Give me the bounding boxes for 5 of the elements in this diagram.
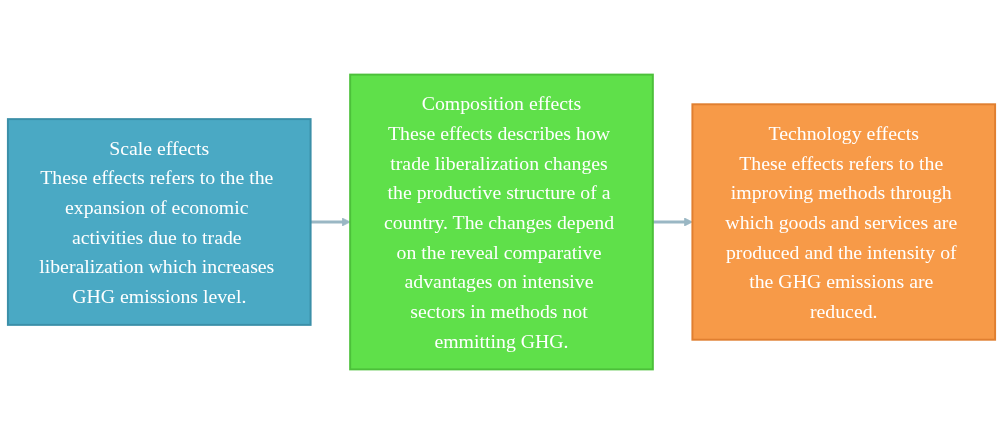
node-box: Scale effects These effects refers to the the expansion of economic activities due to trade liberalization which increases GHG emissions level. [6,118,312,326]
arrow [310,217,351,227]
node-box: Composition effects These effects describes how trade liberalization changes the productive structure of a country. The changes depend on the reveal comparative advantages on intensive sectors in methods not emmitting GHG. [349,73,654,371]
node-box: Technology effects These effects refers to the improving methods through which goods and services are produced and the intensity of the GHG emissions are reduced. [691,103,997,341]
arrow [652,217,693,227]
